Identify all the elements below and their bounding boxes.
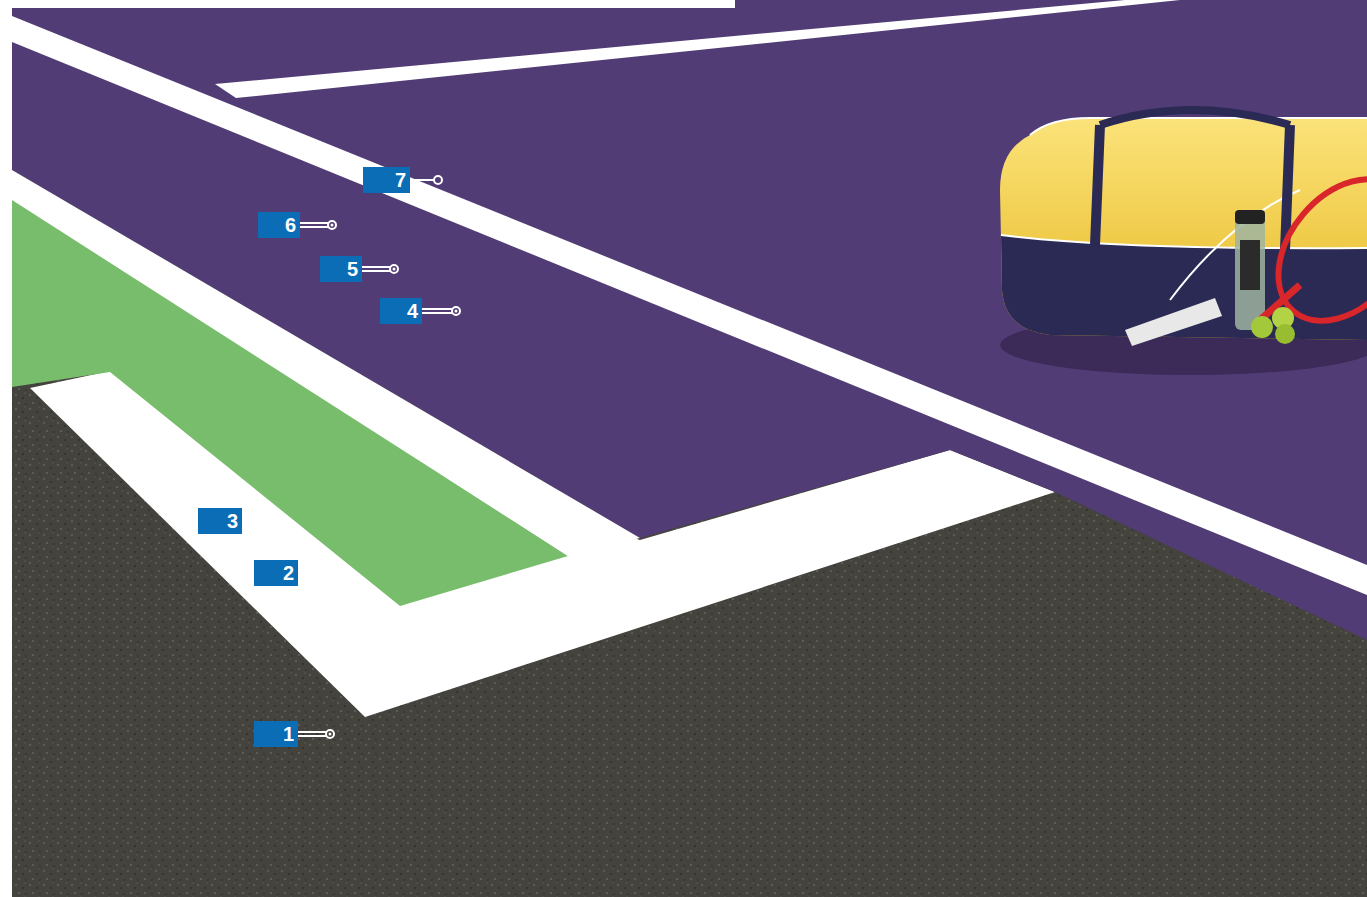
callout-number: 6 bbox=[258, 212, 300, 238]
callout: 5 bbox=[320, 256, 400, 282]
leader-line bbox=[242, 508, 278, 534]
callout-number: 7 bbox=[363, 167, 410, 193]
leader-line bbox=[422, 298, 462, 324]
leader-line bbox=[298, 721, 336, 747]
callout: 7 bbox=[363, 167, 444, 193]
leader-line bbox=[410, 167, 444, 193]
callout-number: 3 bbox=[198, 508, 242, 534]
callout: 2 bbox=[254, 560, 334, 586]
callout: 1 bbox=[254, 721, 336, 747]
callout-number: 4 bbox=[380, 298, 422, 324]
callout-number: 5 bbox=[320, 256, 362, 282]
callout-number: 2 bbox=[254, 560, 298, 586]
callout-number: 1 bbox=[254, 721, 298, 747]
callout: 6 bbox=[258, 212, 338, 238]
callout: 3 bbox=[198, 508, 278, 534]
callout: 4 bbox=[380, 298, 462, 324]
leader-line bbox=[362, 256, 400, 282]
leader-line bbox=[300, 212, 338, 238]
leader-line bbox=[298, 560, 334, 586]
